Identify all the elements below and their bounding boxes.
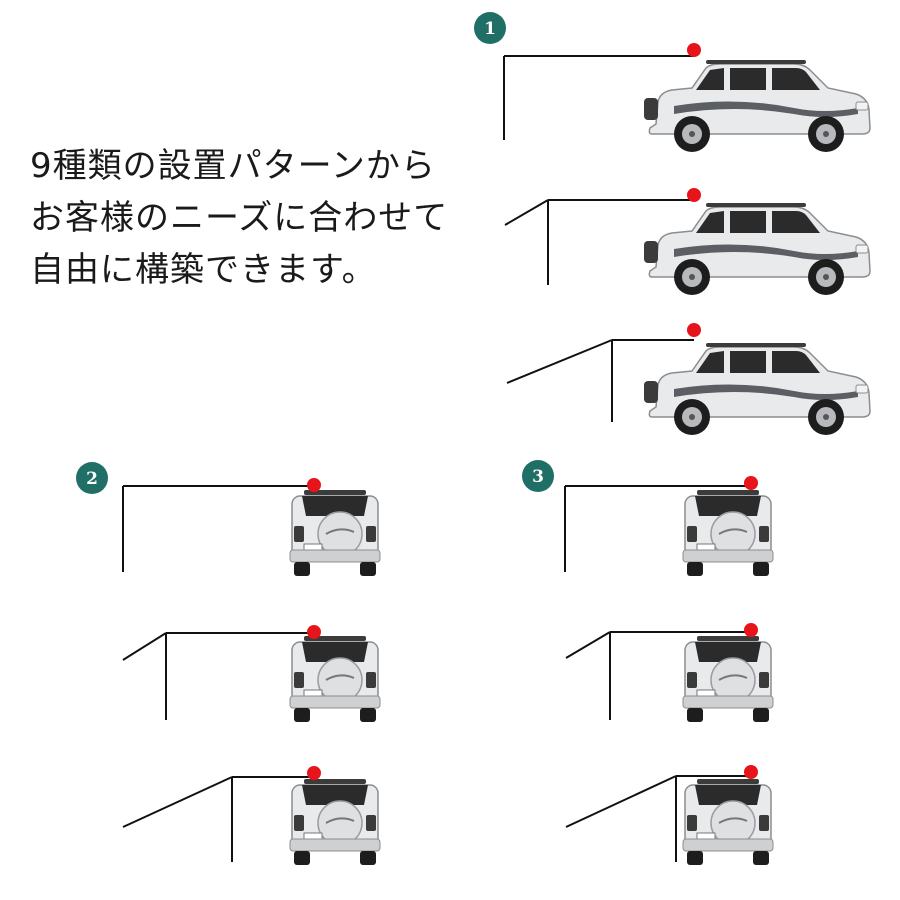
headline-line-2: お客様のニーズに合わせて <box>30 198 449 238</box>
suv-rear-icon <box>682 635 774 723</box>
pattern-badge-label-2: 2 <box>86 469 98 489</box>
headline-line-1: 9種類の設置パターンから <box>30 146 436 186</box>
slope-line <box>122 632 167 661</box>
suv-rear-icon <box>289 489 381 577</box>
pattern-badge-1 <box>474 12 506 44</box>
mount-point-dot <box>307 625 321 639</box>
mount-point-dot <box>307 766 321 780</box>
slope-line <box>122 776 233 828</box>
pattern-badge-label-1: 1 <box>484 19 496 39</box>
mount-point-dot <box>687 323 701 337</box>
suv-rear-icon <box>289 778 381 866</box>
slope-line <box>504 199 549 226</box>
suv-rear-icon <box>289 635 381 723</box>
suv-side-icon <box>643 342 871 436</box>
mount-point-dot <box>687 43 701 57</box>
slope-line <box>565 631 611 659</box>
slope-line <box>565 775 677 828</box>
suv-side-icon <box>643 59 871 153</box>
headline-line-3: 自由に構築できます。 <box>30 250 377 290</box>
suv-side-icon <box>643 202 871 296</box>
mount-point-dot <box>687 188 701 202</box>
pattern-badge-3 <box>522 460 554 492</box>
mount-point-dot <box>744 623 758 637</box>
slope-line <box>506 339 613 384</box>
mount-point-dot <box>307 478 321 492</box>
mount-point-dot <box>744 476 758 490</box>
mount-point-dot <box>744 765 758 779</box>
suv-rear-icon <box>682 778 774 866</box>
suv-rear-icon <box>682 489 774 577</box>
headline: 9種類の設置パターンから お客様のニーズに合わせて 自由に構築できます。 <box>30 140 470 296</box>
pattern-badge-label-3: 3 <box>532 467 544 487</box>
pattern-badge-2 <box>76 462 108 494</box>
